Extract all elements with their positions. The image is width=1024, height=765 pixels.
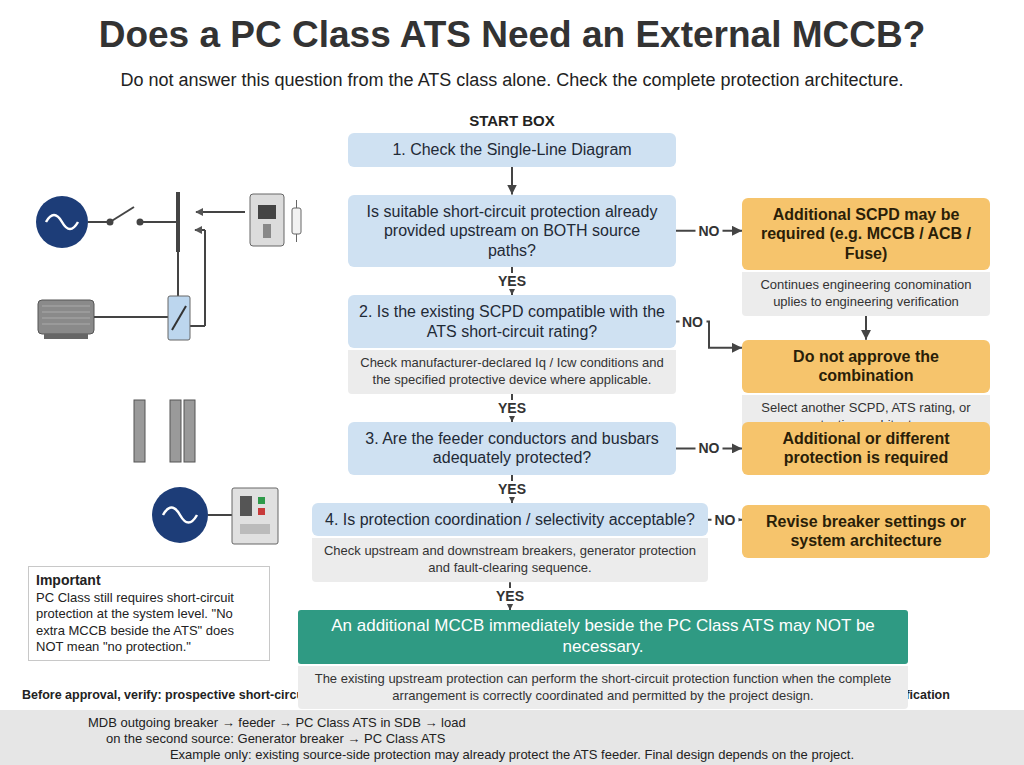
action-box: Revise breaker settings or system archit…	[742, 505, 990, 558]
example-line: Example only: existing source-side prote…	[0, 747, 1024, 762]
breaker-symbol	[250, 194, 301, 246]
generator-symbol	[36, 196, 88, 248]
example-line: MDB outgoing breaker → feeder → PC Class…	[88, 715, 988, 730]
note-box: Important PC Class still requires short-c…	[28, 566, 270, 661]
box-body: Check upstream and downstream breakers, …	[312, 538, 708, 582]
busbar-symbol	[134, 400, 195, 462]
motor-symbol	[38, 300, 168, 339]
decision-box: 2. Is the existing SCPD compatible with …	[348, 295, 676, 394]
generator-set-symbol	[152, 487, 278, 544]
switch-wiring	[88, 192, 245, 326]
decision-box: Is suitable short-circuit protection alr…	[348, 195, 676, 268]
edge-label: NO	[679, 314, 706, 330]
box-heading: 2. Is the existing SCPD compatible with …	[348, 295, 676, 348]
box-body: Check manufacturer-declared Iq / Icw con…	[348, 350, 676, 394]
edge-label: NO	[712, 512, 739, 528]
decision-box: 4. Is protection coordination / selectiv…	[312, 503, 708, 582]
box-heading: 3. Are the feeder conductors and busbars…	[348, 422, 676, 475]
flow-arrow	[865, 316, 867, 340]
box-heading: 4. Is protection coordination / selectiv…	[312, 503, 708, 537]
box-body: Continues engineering conomination uplie…	[742, 272, 990, 316]
box-heading: Additional or different protection is re…	[742, 422, 990, 475]
box-heading: START BOX	[348, 112, 676, 129]
edge-label: NO	[696, 440, 723, 456]
example-line: on the second source: Generator breaker …	[106, 731, 986, 746]
decision-box: 3. Are the feeder conductors and busbars…	[348, 422, 676, 475]
box-heading: Is suitable short-circuit protection alr…	[348, 195, 676, 268]
box-heading: Do not approve the combination	[742, 340, 990, 393]
box-body: PC Class still requires short-circuit pr…	[36, 590, 262, 655]
action-box: Additional SCPD may be required (e.g. MC…	[742, 198, 990, 316]
result-box: An additional MCCB immediately beside th…	[298, 610, 908, 709]
subtitle: Do not answer this question from the ATS…	[0, 70, 1024, 91]
edge-label: YES	[493, 588, 527, 604]
box-body: The existing upstream protection can per…	[298, 666, 908, 710]
box-heading: Important	[36, 572, 262, 588]
box-heading: Additional SCPD may be required (e.g. MC…	[742, 198, 990, 271]
edge-label: YES	[495, 273, 529, 289]
flow-arrow	[511, 167, 513, 195]
box-heading: An additional MCCB immediately beside th…	[298, 610, 908, 663]
box-body: 1. Check the Single-Line Diagram	[348, 133, 676, 167]
box-heading: Revise breaker settings or system archit…	[742, 505, 990, 558]
ats-symbol	[168, 296, 190, 340]
edge-label: YES	[495, 481, 529, 497]
edge-label: NO	[696, 223, 723, 239]
edge-label: YES	[495, 400, 529, 416]
title: Does a PC Class ATS Need an External MCC…	[0, 14, 1024, 56]
action-box: Additional or different protection is re…	[742, 422, 990, 475]
start-box: START BOX 1. Check the Single-Line Diagra…	[348, 112, 676, 167]
